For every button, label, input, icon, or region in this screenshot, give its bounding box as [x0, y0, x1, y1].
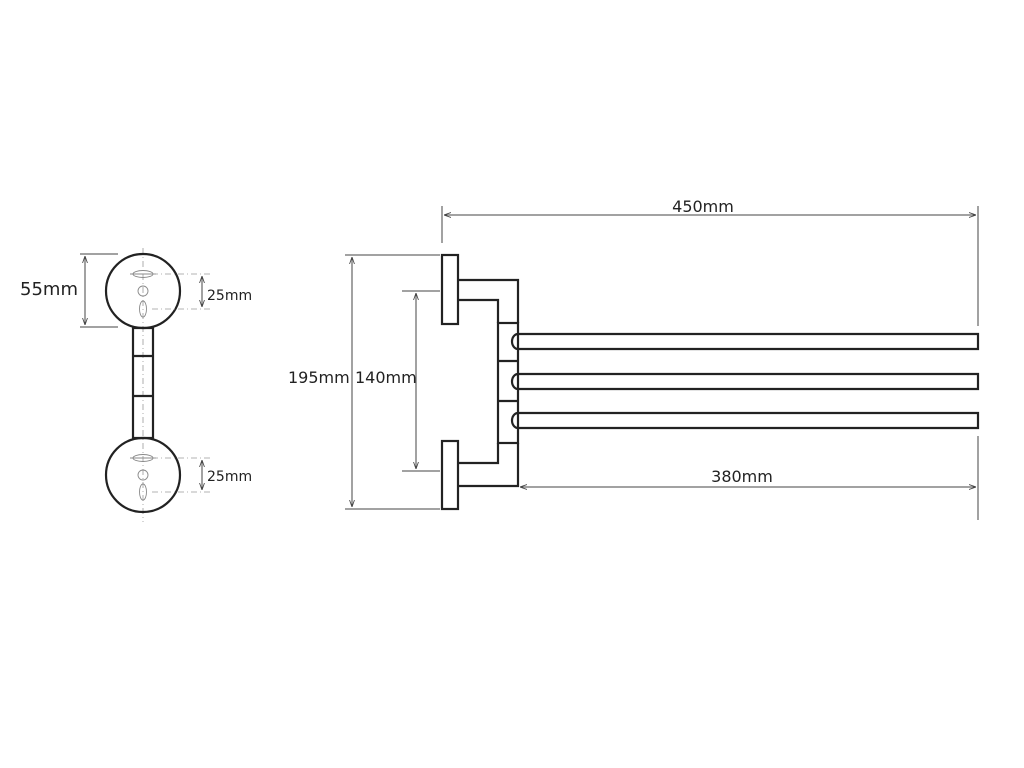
flange-diameter-dimension: 55mm [20, 253, 118, 328]
upper-screw-dimension: 25mm [202, 276, 252, 307]
upper-bracket [458, 278, 520, 323]
overall-height-label: 195mm [288, 368, 350, 387]
mount-spacing-label: 140mm [355, 368, 417, 387]
arm-length-label: 380mm [711, 467, 773, 486]
towel-arm-1 [510, 332, 980, 351]
swivel-hub [496, 321, 520, 445]
upper-wall-plate [440, 253, 460, 326]
overall-width-label: 450mm [672, 197, 734, 216]
lower-bracket [458, 443, 520, 488]
towel-arm-3 [510, 411, 980, 430]
mount-spacing-dimension: 140mm [355, 290, 440, 472]
overall-width-dimension: 450mm [441, 197, 979, 326]
lower-screw-dimension: 25mm [202, 460, 252, 490]
lower-wall-plate [440, 439, 460, 511]
overall-height-dimension: 195mm [288, 254, 440, 510]
upper-screw-spacing-label: 25mm [207, 288, 252, 304]
arm-length-dimension: 380mm [520, 436, 979, 520]
lower-flange [104, 436, 212, 514]
lower-screw-spacing-label: 25mm [207, 469, 252, 485]
front-view: 450mm 195mm 140mm 380mm [288, 197, 980, 520]
flange-diameter-label: 55mm [20, 279, 78, 300]
towel-arm-2 [510, 372, 980, 391]
upper-flange [104, 252, 212, 330]
side-view: 55mm 25mm 25mm [20, 248, 252, 522]
